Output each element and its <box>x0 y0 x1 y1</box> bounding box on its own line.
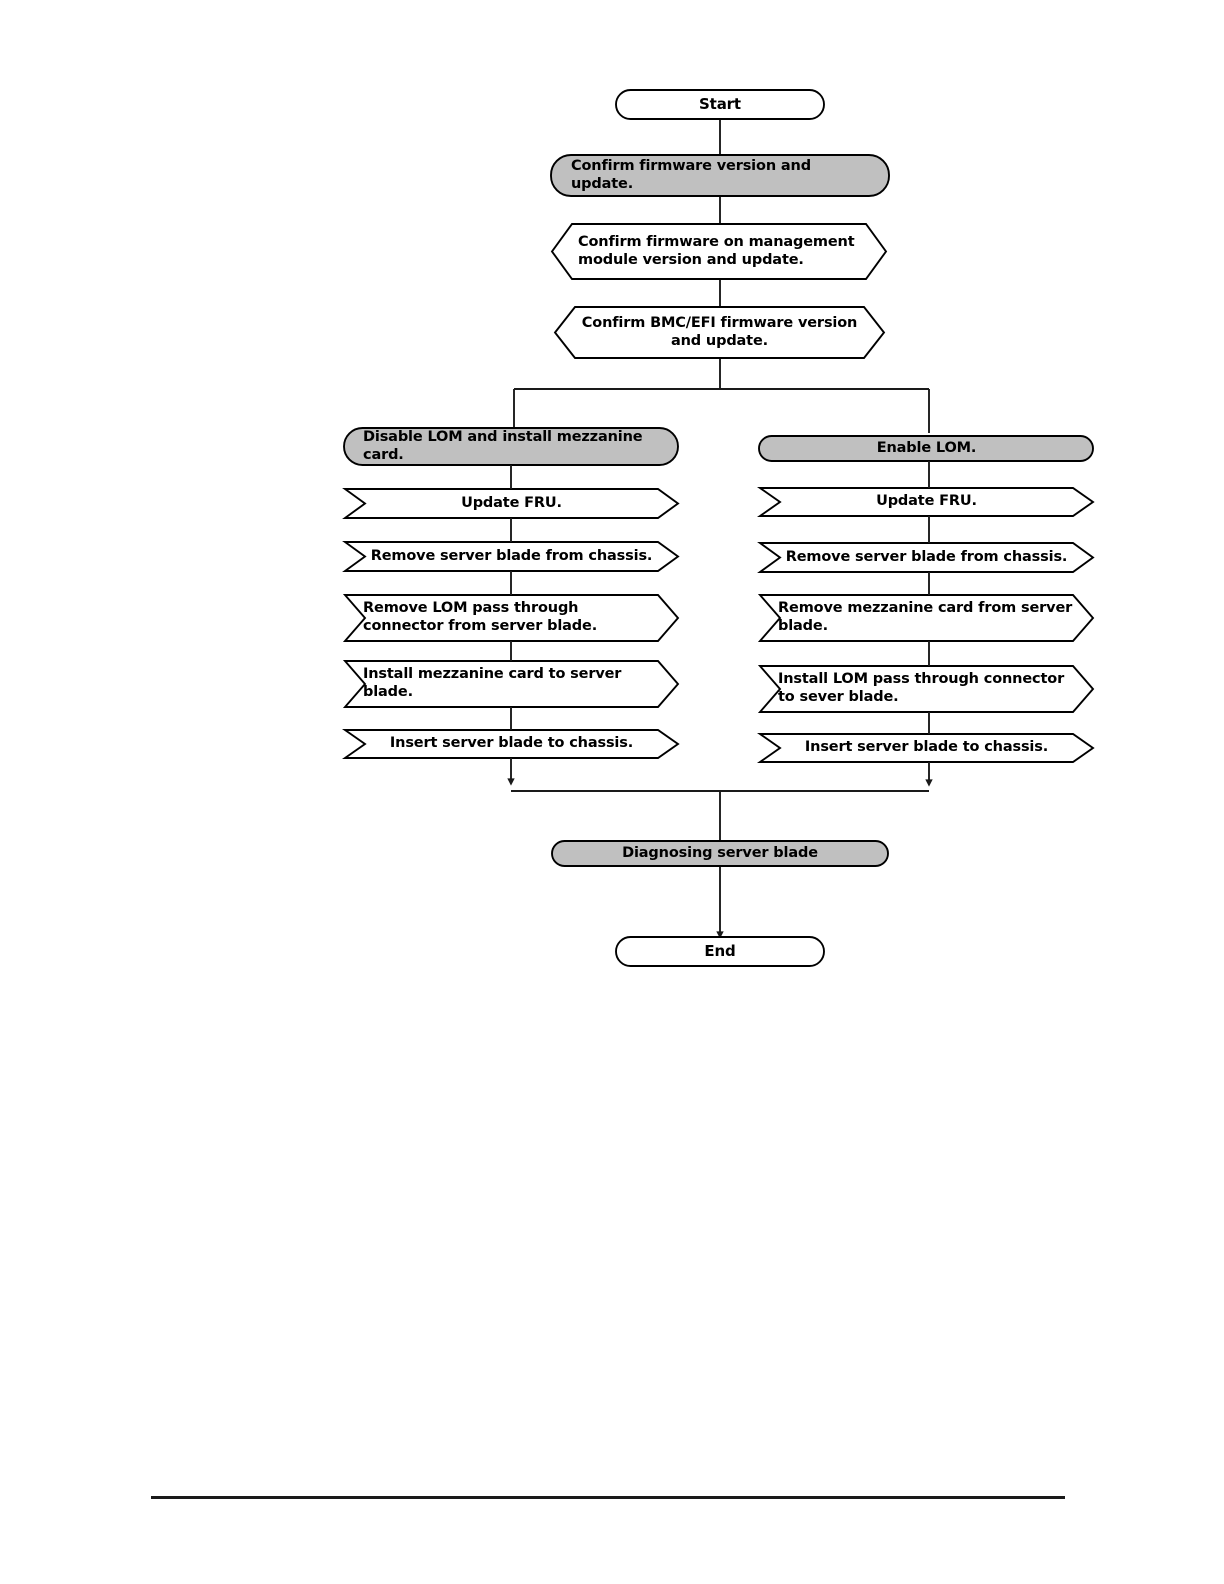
shape-right-install-lom-pass-through <box>757 665 1095 713</box>
shape-confirm-bmc-efi <box>553 306 886 359</box>
shape-diagnosing-server-blade <box>551 840 889 867</box>
merge-connectors <box>511 790 929 939</box>
footer-rule <box>151 1496 1065 1499</box>
shape-confirm-mm-firmware <box>550 223 888 280</box>
shape-left-remove-server-blade <box>342 541 680 572</box>
shape-end <box>615 936 825 967</box>
shape-left-install-mezzanine <box>342 660 680 708</box>
branch-right-shapes <box>756 435 1095 763</box>
shape-enable-lom <box>758 435 1094 462</box>
shape-left-update-fru <box>342 488 680 519</box>
shape-disable-lom-install-mezzanine <box>343 427 679 466</box>
shape-right-update-fru <box>756 487 1095 517</box>
shape-right-remove-mezzanine <box>757 594 1095 642</box>
shape-confirm-firmware <box>550 154 890 197</box>
branch-left-shapes <box>341 427 680 759</box>
shape-left-insert-server-blade <box>341 729 680 759</box>
shape-right-insert-server-blade <box>756 733 1095 763</box>
terminator-shapes <box>550 89 890 967</box>
shape-start <box>615 89 825 120</box>
shape-right-remove-server-blade <box>757 542 1095 573</box>
connectors <box>513 119 930 433</box>
shape-left-remove-lom-pass-through <box>342 594 680 642</box>
